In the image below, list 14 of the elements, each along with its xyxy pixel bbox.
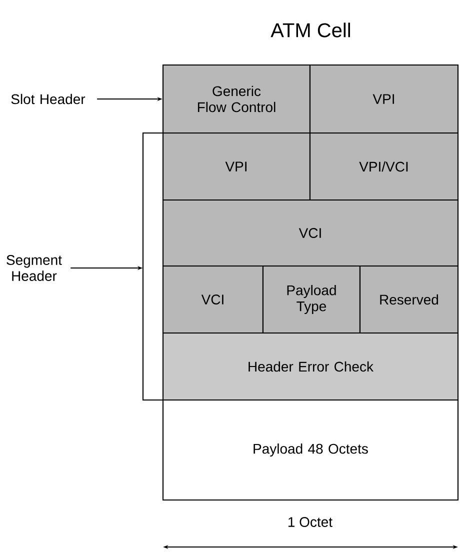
callout-text: Segment Header [6,255,62,281]
header-field: Header Error Check [162,332,459,401]
header-field: VPI [309,64,459,134]
header-field: VPI [162,132,311,201]
dimension-label: 1 Octet [288,517,332,527]
payload-field: Payload 48 Octets [162,399,459,501]
header-field: VCI [162,265,264,334]
header-field: Generic Flow Control [162,64,311,134]
header-field: Reserved [359,265,459,334]
header-field: VPI/VCI [309,132,459,201]
bracket [142,132,163,401]
title: ATM Cell [270,22,350,38]
callout-text: Slot Header [11,94,86,104]
header-field: Payload Type [262,265,361,334]
